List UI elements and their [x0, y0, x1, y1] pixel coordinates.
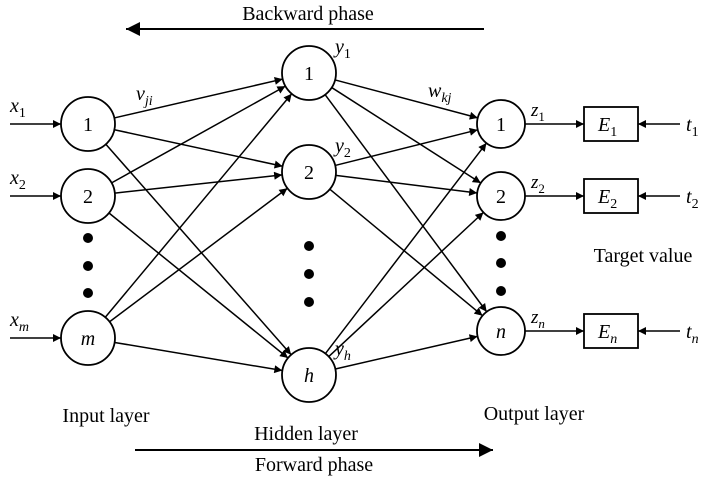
- target-value-label: Target value: [594, 245, 693, 267]
- node-circle: [281, 45, 337, 101]
- edge-hidden-2-output-3: [329, 188, 483, 317]
- edge-hidden-1-output-1: [334, 79, 478, 120]
- node-label: h: [304, 365, 314, 387]
- input-signal-label: x2: [9, 167, 26, 193]
- output-signal-label: zn: [530, 307, 545, 331]
- hidden-output-label: yh: [333, 338, 351, 364]
- hidden-output-label: y1: [333, 36, 351, 62]
- ellipsis-dot: [83, 288, 93, 298]
- ellipsis-dot: [83, 233, 93, 243]
- error-box: [583, 178, 639, 214]
- backward-phase-label: Backward phase: [242, 3, 374, 25]
- ellipsis-dot: [496, 286, 506, 296]
- forward-phase-label: Forward phase: [255, 454, 373, 476]
- hidden-node-1: 1: [281, 45, 337, 101]
- edge-input-1-hidden-1: [114, 76, 283, 119]
- output-signal-label: z2: [530, 172, 545, 196]
- node-label: 1: [304, 63, 314, 85]
- error-label: En: [597, 321, 617, 347]
- node-label: 1: [83, 114, 93, 136]
- ellipsis-dot: [304, 269, 314, 279]
- node-circle: [281, 347, 337, 403]
- hidden-node-2: 2: [281, 144, 337, 200]
- node-label: 1: [496, 114, 506, 136]
- output-node-1: 1: [476, 99, 526, 149]
- edge-input-3-hidden-1: [104, 93, 293, 318]
- target-signal-label: tn: [686, 321, 699, 347]
- node-circle: [60, 96, 116, 152]
- hidden-output-label: y2: [333, 135, 351, 161]
- node-circle: [476, 306, 526, 356]
- hidden-node-3: h: [281, 347, 337, 403]
- output-signal-label: z1: [530, 100, 545, 124]
- node-circle: [476, 99, 526, 149]
- error-box: [583, 106, 639, 142]
- edge-input-2-hidden-3: [108, 212, 289, 359]
- target-signal-label: t2: [686, 186, 699, 212]
- node-circle: [60, 310, 116, 366]
- output-node-3: n: [476, 306, 526, 356]
- weight-label-w: wkj: [428, 80, 452, 106]
- weight-label-v: vji: [136, 83, 153, 109]
- hidden-layer-label: Hidden layer: [254, 423, 358, 445]
- ellipsis-dots: [83, 231, 506, 307]
- input-node-2: 2: [60, 168, 116, 224]
- ellipsis-dot: [83, 261, 93, 271]
- edge-hidden-1-output-3: [324, 94, 488, 313]
- error-label: E1: [597, 114, 617, 140]
- ellipsis-dot: [304, 241, 314, 251]
- ellipsis-dot: [304, 297, 314, 307]
- output-node-2: 2: [476, 171, 526, 221]
- connections: [10, 76, 680, 374]
- node-label: m: [81, 328, 95, 350]
- edge-input-3-hidden-3: [114, 341, 283, 374]
- edge-input-1-hidden-3: [105, 143, 292, 356]
- node-circle: [60, 168, 116, 224]
- input-node-1: 1: [60, 96, 116, 152]
- edge-hidden-3-output-3: [335, 334, 478, 370]
- edge-input-1-hidden-2: [114, 128, 283, 169]
- ellipsis-dot: [496, 258, 506, 268]
- error-box: [583, 313, 639, 349]
- input-signal-label: x1: [9, 95, 26, 121]
- input-layer-label: Input layer: [62, 405, 150, 427]
- output-layer-label: Output layer: [484, 403, 585, 425]
- input-signal-label: xm: [9, 309, 29, 335]
- ellipsis-dot: [496, 231, 506, 241]
- node-circle: [476, 171, 526, 221]
- edge-input-3-hidden-2: [109, 187, 288, 323]
- error-label: E2: [597, 186, 617, 212]
- edge-input-2-hidden-2: [114, 171, 283, 194]
- input-node-3: m: [60, 310, 116, 366]
- node-label: 2: [83, 186, 93, 208]
- node-label: n: [496, 321, 506, 343]
- node-label: 2: [496, 186, 506, 208]
- edge-hidden-3-output-1: [324, 142, 488, 355]
- edge-hidden-3-output-2: [328, 211, 484, 358]
- edge-input-2-hidden-1: [111, 85, 286, 184]
- edge-hidden-1-output-2: [331, 86, 482, 184]
- node-circle: [281, 144, 337, 200]
- target-signal-label: t1: [686, 114, 699, 140]
- edge-hidden-2-output-2: [335, 174, 478, 196]
- edge-hidden-2-output-1: [335, 127, 478, 167]
- node-label: 2: [304, 162, 314, 184]
